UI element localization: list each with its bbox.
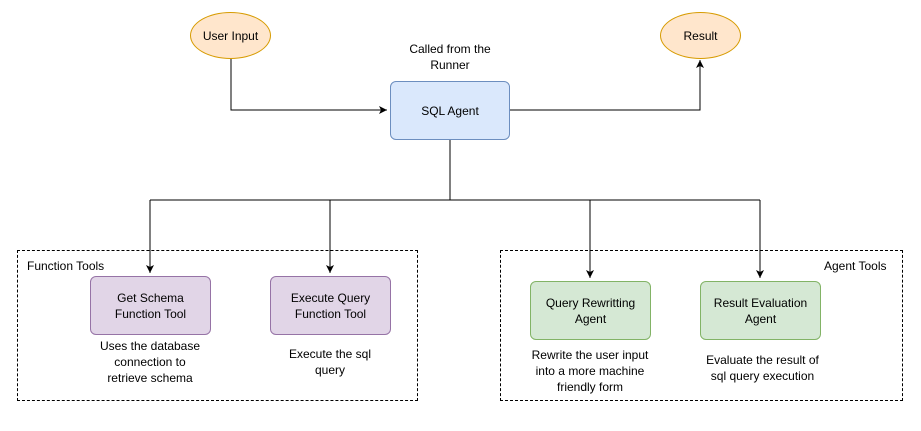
sql-agent-label: SQL Agent bbox=[421, 103, 479, 118]
execute-query-description: Execute the sql query bbox=[288, 347, 372, 377]
query-rewriting-label: Query Rewritting Agent bbox=[545, 295, 636, 326]
result-evaluation-description: Evaluate the result of sql query executi… bbox=[706, 353, 819, 383]
user-input-label: User Input bbox=[202, 28, 259, 43]
get-schema-node[interactable]: Get Schema Function Tool bbox=[90, 276, 211, 335]
execute-query-node[interactable]: Execute Query Function Tool bbox=[270, 276, 391, 335]
sql-agent-caption: Called from the Runner bbox=[409, 42, 491, 72]
get-schema-label: Get Schema Function Tool bbox=[114, 290, 187, 321]
result-evaluation-label: Result Evaluation Agent bbox=[713, 295, 808, 326]
edge-user-input-to-sql-agent bbox=[230, 56, 387, 114]
function-tools-group bbox=[17, 250, 418, 401]
result-label: Result bbox=[683, 28, 718, 43]
get-schema-description: Uses the database connection to retrieve… bbox=[99, 339, 201, 385]
query-rewriting-node[interactable]: Query Rewritting Agent bbox=[530, 281, 651, 340]
result-node[interactable]: Result bbox=[660, 12, 741, 59]
user-input-node[interactable]: User Input bbox=[190, 12, 271, 59]
agent-tools-group-label: Agent Tools bbox=[824, 259, 887, 273]
sql-agent-node[interactable]: SQL Agent bbox=[390, 81, 510, 140]
function-tools-group-label: Function Tools bbox=[27, 259, 105, 273]
execute-query-label: Execute Query Function Tool bbox=[290, 290, 371, 321]
query-rewriting-description: Rewrite the user input into a more machi… bbox=[531, 348, 649, 394]
edge-sql-agent-trunk bbox=[150, 140, 760, 201]
agent-tools-group bbox=[500, 250, 903, 401]
edge-sql-agent-to-result bbox=[510, 60, 704, 111]
result-evaluation-node[interactable]: Result Evaluation Agent bbox=[700, 281, 821, 340]
